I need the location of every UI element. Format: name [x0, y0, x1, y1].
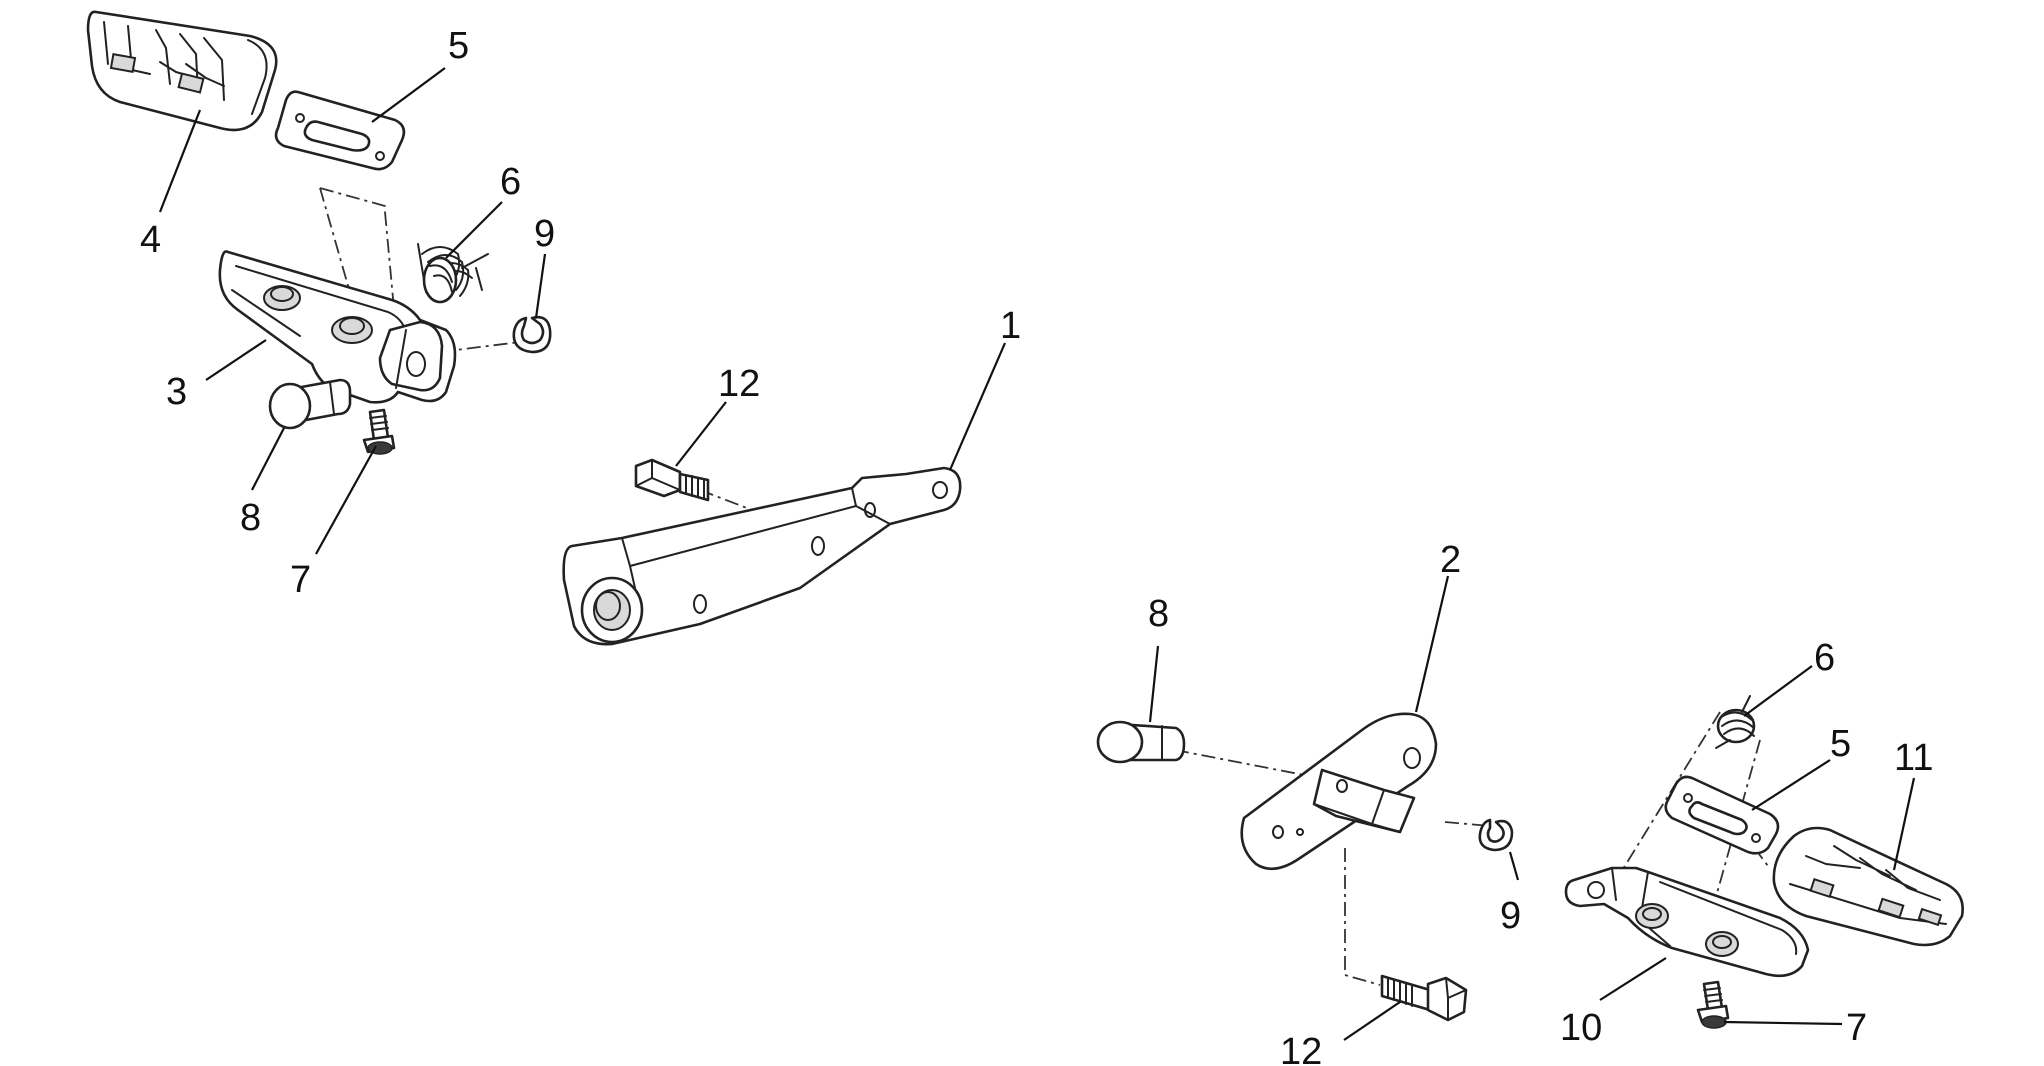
- callout-2: 2: [1440, 539, 1461, 581]
- leader-lines: [158, 67, 1916, 1041]
- part-7-left-screw: [362, 408, 396, 455]
- callout-7-left: 7: [290, 559, 311, 601]
- callout-6-left: 6: [500, 161, 521, 203]
- callout-9-right: 9: [1500, 895, 1521, 937]
- callout-7-right: 7: [1846, 1007, 1867, 1049]
- callout-6-right: 6: [1814, 637, 1835, 679]
- callout-10: 10: [1560, 1007, 1602, 1049]
- part-12-right-bolt: [1380, 974, 1468, 1022]
- callout-labels: 1 2 3 4 5 6 7 8 9 12 8 6 5 11 9 12 10 7: [140, 25, 1933, 1066]
- part-5-left-plate: [274, 90, 406, 171]
- part-11-right-footrest-rubber: [1772, 826, 1964, 947]
- callout-3: 3: [166, 371, 187, 413]
- callout-9-left: 9: [534, 213, 555, 255]
- part-8-left-pin: [268, 378, 352, 430]
- callout-5-right: 5: [1830, 723, 1851, 765]
- part-6-left-spring: [417, 243, 489, 304]
- callout-5-left: 5: [448, 25, 469, 67]
- part-2-right-bracket-plate: [1240, 712, 1438, 871]
- part-12-left-bolt: [634, 458, 710, 502]
- part-10-right-footrest-bracket: [1564, 866, 1810, 978]
- part-9-right-circlip: [1478, 818, 1514, 852]
- callout-4: 4: [140, 219, 161, 261]
- part-3-left-footrest-bracket: [218, 250, 457, 404]
- part-7-right-screw: [1696, 980, 1730, 1029]
- part-9-left-circlip: [512, 315, 552, 354]
- callout-8-right: 8: [1148, 593, 1169, 635]
- part-1-main-bracket: [562, 466, 962, 646]
- callout-12-left: 12: [718, 363, 760, 405]
- callout-12-right: 12: [1280, 1031, 1322, 1066]
- callout-1: 1: [1000, 305, 1021, 347]
- part-5-right-plate: [1664, 775, 1780, 855]
- callout-8-left: 8: [240, 497, 261, 539]
- part-4-left-footrest-rubber: [86, 10, 278, 132]
- part-6-right-spring: [1715, 695, 1756, 749]
- callout-11: 11: [1894, 737, 1933, 779]
- part-8-right-pin: [1096, 720, 1186, 764]
